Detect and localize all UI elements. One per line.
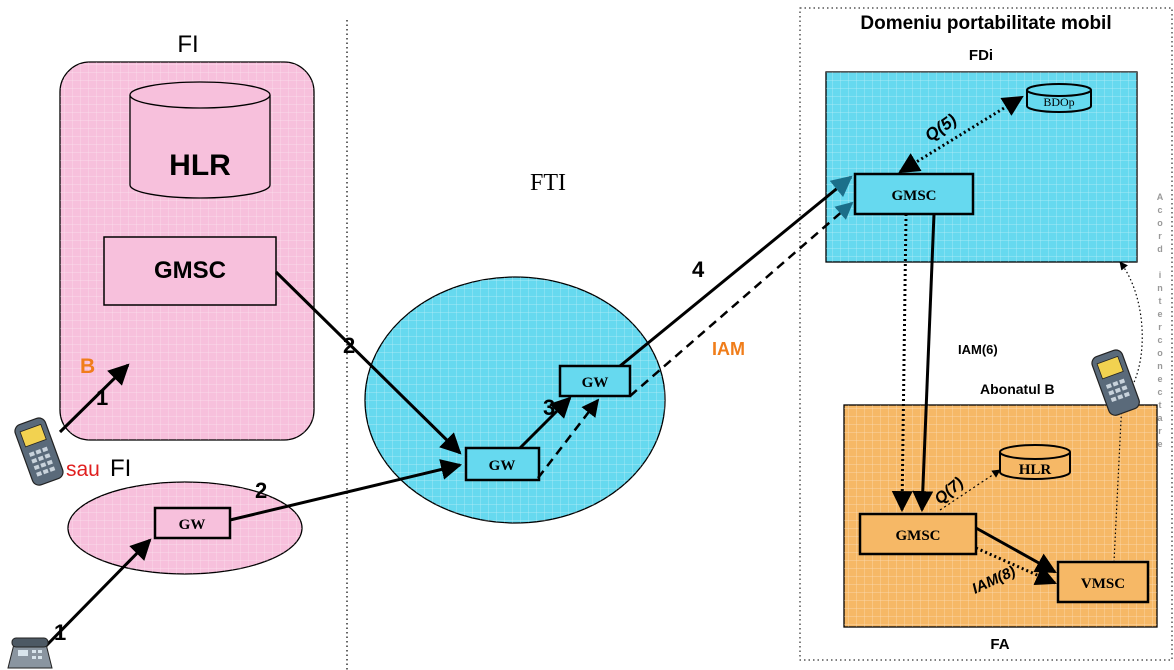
arrow-step2-bottom <box>229 459 463 522</box>
portability-domain-box <box>799 7 1173 661</box>
arrow-step2-top <box>274 270 462 455</box>
gw-fti-right-label: GW <box>582 375 609 391</box>
step3-label: 3 <box>543 395 555 420</box>
bdo-database-icon <box>1026 83 1092 113</box>
svg-text:r: r <box>1158 322 1162 332</box>
hlr-database-icon <box>129 81 271 199</box>
arrow-step4 <box>619 175 853 368</box>
fa-label: FA <box>990 636 1009 653</box>
svg-text:t: t <box>1159 400 1162 410</box>
iam6-label: IAM(6) <box>958 342 998 357</box>
gmsc-node-fa <box>858 512 978 556</box>
mobile-phone-icon <box>14 417 64 486</box>
gmsc-fdi-label: GMSC <box>892 188 937 204</box>
arrow-step4-dashed <box>629 201 854 397</box>
svg-text:d: d <box>1157 244 1163 254</box>
gw-fti-left-label: GW <box>489 458 516 474</box>
subscriber-link-line <box>1113 399 1123 563</box>
fdi-title: FDi <box>969 47 993 64</box>
arrow-step1-bottom <box>40 538 152 652</box>
iam-label: IAM <box>712 339 745 359</box>
gw-node-fti-right <box>558 364 632 398</box>
svg-text:t: t <box>1159 296 1162 306</box>
sau-label: sau <box>66 458 100 481</box>
svg-text:c: c <box>1157 387 1162 397</box>
step1-bottom-label: 1 <box>54 620 66 645</box>
gmsc-node-fi <box>103 236 277 306</box>
arrow-step3-dashed <box>537 398 600 479</box>
arrow-iam6 <box>912 213 936 513</box>
gmsc-fa-label: GMSC <box>896 528 941 544</box>
arrow-iam8 <box>975 526 1057 574</box>
desk-phone-icon <box>7 637 53 669</box>
arrow-q5 <box>898 95 1024 174</box>
svg-text:o: o <box>1157 348 1163 358</box>
svg-text:r: r <box>1158 426 1162 436</box>
vmsc-node-fa <box>1056 560 1150 604</box>
interconnect-arrow <box>1117 261 1143 405</box>
arrow-iam6-dotted <box>891 213 913 513</box>
svg-text:e: e <box>1157 309 1162 319</box>
domain-title: Domeniu portabilitate mobil <box>860 13 1111 34</box>
svg-text:o: o <box>1157 218 1163 228</box>
svg-text:c: c <box>1157 205 1162 215</box>
step2-top-label: 2 <box>343 333 355 358</box>
fi-bottom-title: FI <box>110 455 131 482</box>
gmsc-node-fdi <box>853 172 975 216</box>
svg-text:i: i <box>1159 270 1162 280</box>
svg-text:c: c <box>1157 335 1162 345</box>
gw-fi-bottom-label: GW <box>179 517 206 533</box>
gmsc-fi-label: GMSC <box>154 257 226 284</box>
hlr-label: HLR <box>169 149 231 182</box>
hlr-fa-database-icon <box>999 444 1071 480</box>
arrow-q7 <box>939 469 1001 511</box>
arrow-step1-top <box>58 363 130 434</box>
svg-text:n: n <box>1157 361 1163 371</box>
hlr-fa-label: HLR <box>1019 462 1052 478</box>
b-label: B <box>80 355 95 378</box>
step1-top-label: 1 <box>96 385 108 410</box>
svg-text:n: n <box>1157 283 1163 293</box>
acord-interconectare-label: A c o r d i n t e r c o n e c t a r e <box>1157 192 1164 449</box>
subscriber-mobile-icon <box>1091 349 1140 416</box>
svg-text:e: e <box>1157 439 1162 449</box>
step2-bottom-label: 2 <box>255 478 267 503</box>
svg-text:r: r <box>1158 231 1162 241</box>
subscriber-label: Abonatul B <box>980 381 1055 397</box>
fi-top-title: FI <box>177 31 198 58</box>
step4-label: 4 <box>692 257 705 282</box>
vmsc-fa-label: VMSC <box>1081 576 1125 592</box>
fti-title: FTI <box>530 170 566 196</box>
arrow-step3 <box>518 396 572 450</box>
svg-text:e: e <box>1157 374 1162 384</box>
svg-text:a: a <box>1157 413 1163 423</box>
bdo-label: BDOp <box>1043 95 1074 109</box>
gw-node-fti-left <box>464 446 541 482</box>
gw-node-fi-bottom <box>153 506 232 540</box>
svg-text:A: A <box>1157 192 1164 202</box>
